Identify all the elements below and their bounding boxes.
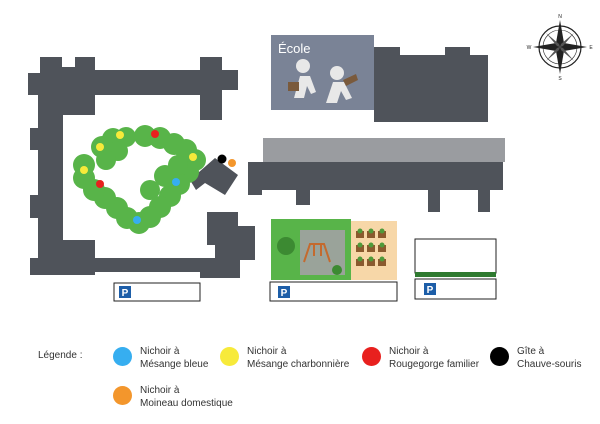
legend-item-blue-tit: Nichoir à Mésange bleue [113, 345, 260, 371]
svg-text:E: E [589, 45, 593, 51]
legend-line1: Nichoir à [140, 346, 180, 357]
parking-middle: P [269, 281, 398, 302]
swing-icon [303, 243, 331, 263]
vegetable-garden [351, 221, 397, 280]
marker-robin [151, 130, 159, 138]
legend-dot-black [490, 347, 509, 366]
marker-robin [96, 180, 104, 188]
lot-right [414, 238, 497, 277]
legend-item-robin: Nichoir à Rougegorge familier [362, 345, 509, 371]
site-map: École [28, 14, 594, 302]
svg-text:W: W [527, 45, 532, 51]
playground [271, 219, 351, 280]
building-diagonal [190, 158, 238, 195]
parking-icon: P [122, 288, 129, 299]
school-label: École [278, 41, 311, 56]
building-right-top [374, 47, 488, 122]
legend-item-great-tit: Nichoir à Mésange charbonnière [220, 345, 367, 371]
parking-right: P [414, 278, 497, 300]
legend-line2: Rougegorge familier [389, 359, 480, 370]
legend-line2: Moineau domestique [140, 398, 233, 409]
tree-icon [332, 265, 342, 275]
building-right-bottom [248, 162, 503, 212]
parking-left: P [113, 282, 201, 302]
legend-line2: Mésange charbonnière [247, 359, 350, 370]
svg-text:N: N [558, 14, 562, 20]
legend-line1: Nichoir à [247, 346, 287, 357]
legend-line2: Chauve-souris [517, 359, 582, 370]
marker-great-tit [80, 166, 88, 174]
legend-item-bat: Gîte à Chauve-souris [490, 345, 597, 371]
svg-text:S: S [558, 76, 562, 82]
marker-blue-tit [133, 216, 141, 224]
marker-blue-tit [172, 178, 180, 186]
parking-icon: P [427, 285, 434, 296]
planter-boxes [356, 231, 386, 266]
legend-dot-red [362, 347, 381, 366]
nest-box-markers [80, 130, 236, 224]
road [263, 138, 505, 162]
legend-item-sparrow: Nichoir à Moineau domestique [113, 384, 260, 410]
parking-icon: P [281, 288, 288, 299]
legend-dot-blue [113, 347, 132, 366]
marker-bat [217, 154, 227, 164]
marker-great-tit [189, 153, 197, 161]
school-building: École [271, 35, 374, 110]
marker-great-tit [96, 143, 104, 151]
marker-great-tit [116, 131, 124, 139]
legend-dot-yellow [220, 347, 239, 366]
legend-dot-orange [113, 386, 132, 405]
legend-title: Légende : [38, 350, 83, 361]
building-left [28, 57, 255, 278]
legend-line1: Nichoir à [389, 346, 429, 357]
legend-line2: Mésange bleue [140, 359, 209, 370]
marker-sparrow [228, 159, 236, 167]
legend-line1: Gîte à [517, 346, 545, 357]
compass-rose-icon: N S E W [527, 14, 594, 82]
legend-line1: Nichoir à [140, 385, 180, 396]
tree-icon [277, 237, 295, 255]
children-icon [288, 59, 358, 103]
